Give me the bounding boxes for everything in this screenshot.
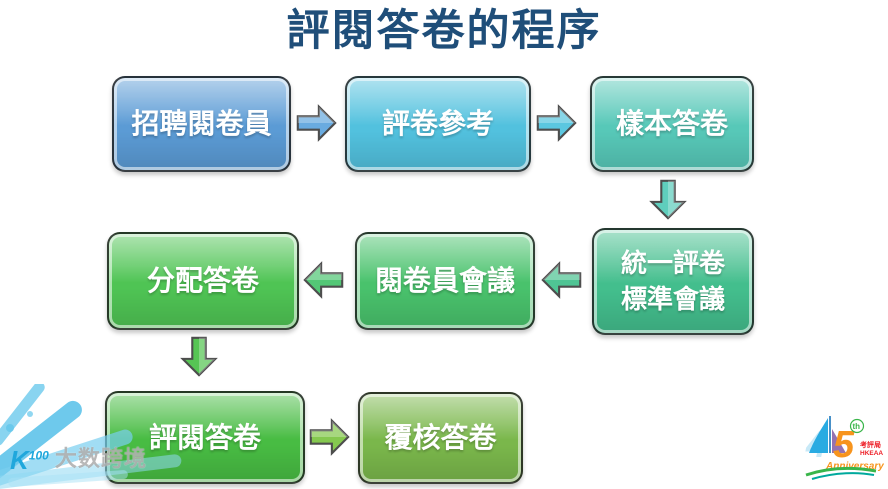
flow-node-label: 評卷參考 (381, 108, 494, 140)
svg-text:考評局: 考評局 (860, 440, 881, 449)
svg-text:4: 4 (805, 424, 827, 466)
flow-node-mark-scripts: 評閱答卷 (105, 391, 305, 484)
svg-text:Anniversary: Anniversary (825, 461, 884, 472)
svg-text:th: th (853, 422, 861, 431)
flow-node-marking-scheme: 評卷參考 (345, 76, 531, 172)
arrow-right-icon (306, 414, 352, 460)
flow-node-label: 統一評卷 標準會議 (620, 248, 725, 314)
flow-node-label: 樣本答卷 (615, 108, 728, 140)
arrow-right-icon (293, 100, 339, 146)
arrow-right-icon (533, 100, 579, 146)
anniversary-logo: 5 4 th 考評局 HKEAA Anniversary (800, 413, 884, 485)
svg-text:HKEAA: HKEAA (860, 450, 883, 457)
watermark-logo: K100 (10, 445, 49, 475)
anniversary-logo-graphic: 5 4 th 考評局 HKEAA Anniversary (805, 416, 884, 480)
arrow-down-icon (176, 333, 222, 379)
flow-node-sample-scripts: 樣本答卷 (590, 76, 754, 172)
arrow-left-icon (539, 257, 585, 303)
sail-icon (832, 429, 846, 453)
arrow-left-icon (301, 257, 347, 303)
sail-icon (809, 418, 828, 453)
svg-text:5: 5 (833, 424, 855, 466)
flow-node-standardisation-meeting: 統一評卷 標準會議 (592, 228, 754, 335)
flow-node-markers-meeting: 閱卷員會議 (355, 232, 535, 330)
arrow-down-icon (645, 176, 691, 222)
flow-node-allocate-scripts: 分配答卷 (107, 232, 299, 330)
flow-node-label: 閱卷員會議 (374, 265, 515, 297)
flow-node-recruit-markers: 招聘閱卷員 (112, 76, 291, 172)
flow-node-label: 評閱答卷 (148, 421, 261, 453)
flow-node-recheck-scripts: 覆核答卷 (358, 392, 523, 484)
slide-title: 評閱答卷的程序 (286, 7, 602, 55)
flow-node-label: 招聘閱卷員 (131, 108, 272, 140)
flow-node-label: 分配答卷 (146, 265, 259, 297)
flow-node-label: 覆核答卷 (384, 422, 497, 454)
